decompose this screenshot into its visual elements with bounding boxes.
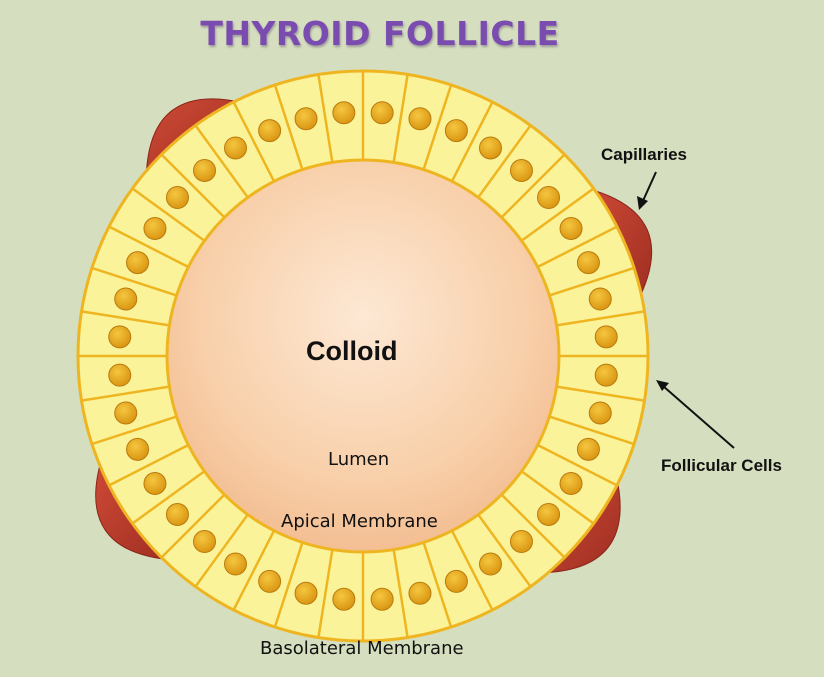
capillaries-arrow <box>637 171 657 210</box>
capillaries-label: Capillaries <box>601 145 687 164</box>
cell-nucleus <box>576 251 600 275</box>
cell-nucleus <box>444 119 468 143</box>
colloid-lumen <box>165 158 561 554</box>
follicular-cells-group <box>78 71 648 641</box>
cell-wall <box>549 266 635 297</box>
cell-nucleus <box>509 530 533 554</box>
cell-nucleus <box>193 530 217 554</box>
cell-wall <box>549 415 635 446</box>
cell-nucleus <box>294 581 318 605</box>
cell-wall <box>131 187 206 242</box>
cell-nucleus <box>594 325 618 349</box>
cell-nucleus <box>332 587 356 611</box>
cell-nucleus <box>559 217 583 241</box>
cell-wall <box>500 153 566 219</box>
colloid-label: Colloid <box>306 336 398 366</box>
cell-nucleus <box>576 437 600 461</box>
cell-nucleus <box>559 471 583 495</box>
cell-nucleus <box>224 552 248 576</box>
cell-wall <box>108 225 189 269</box>
cell-nucleus <box>478 136 502 160</box>
cell-wall <box>81 385 170 402</box>
cell-nucleus <box>224 136 248 160</box>
cell-wall <box>91 266 177 297</box>
cell-wall <box>317 74 334 163</box>
cell-wall <box>160 153 226 219</box>
cell-wall <box>160 493 226 559</box>
cell-wall <box>232 530 276 611</box>
cell-wall <box>450 530 494 611</box>
cell-wall <box>537 443 618 487</box>
apical-membrane-label: Apical Membrane <box>281 511 438 532</box>
cell-wall <box>392 549 409 638</box>
lumen-label: Lumen <box>328 449 390 470</box>
cell-nucleus <box>594 363 618 387</box>
cell-wall <box>422 84 453 170</box>
cell-nucleus <box>108 363 132 387</box>
cell-wall <box>537 225 618 269</box>
cell-nucleus <box>114 401 138 425</box>
cell-nucleus <box>114 287 138 311</box>
cell-wall <box>91 415 177 446</box>
cell-nucleus <box>588 287 612 311</box>
cell-nucleus <box>258 569 282 593</box>
cell-nucleus <box>126 251 150 275</box>
diagram-title: THYROID FOLLICLE <box>200 14 560 53</box>
cell-nucleus <box>165 502 189 526</box>
cell-wall <box>477 124 532 199</box>
cell-wall <box>556 310 645 327</box>
cell-nucleus <box>165 186 189 210</box>
cell-nucleus <box>370 101 394 125</box>
basolateral-membrane-label: Basolateral Membrane <box>260 638 464 659</box>
follicular-cells-arrow <box>656 380 735 449</box>
cell-wall <box>500 493 566 559</box>
cell-wall <box>477 513 532 588</box>
cell-nucleus <box>370 587 394 611</box>
cell-wall <box>520 470 595 525</box>
cell-wall <box>131 470 206 525</box>
cell-nucleus <box>143 471 167 495</box>
cell-wall <box>317 549 334 638</box>
cell-wall <box>556 385 645 402</box>
cell-wall <box>422 542 453 628</box>
cell-wall <box>392 74 409 163</box>
cell-nucleus <box>588 401 612 425</box>
cell-nucleus <box>509 158 533 182</box>
cell-nucleus <box>444 569 468 593</box>
cell-nucleus <box>478 552 502 576</box>
cell-wall <box>81 310 170 327</box>
cell-nucleus <box>143 217 167 241</box>
follicular-cells-label: Follicular Cells <box>661 456 782 475</box>
cell-nucleus <box>108 325 132 349</box>
cell-nucleus <box>332 101 356 125</box>
cell-nucleus <box>193 158 217 182</box>
cell-wall <box>194 513 249 588</box>
cell-nucleus <box>408 107 432 131</box>
cell-nucleus <box>537 186 561 210</box>
cell-wall <box>108 443 189 487</box>
cell-wall <box>194 124 249 199</box>
cell-nucleus <box>258 119 282 143</box>
cell-nucleus <box>294 107 318 131</box>
cell-wall <box>273 84 304 170</box>
cell-nucleus <box>126 437 150 461</box>
cell-wall <box>273 542 304 628</box>
cell-wall <box>232 101 276 182</box>
cell-wall <box>450 101 494 182</box>
cell-nucleus <box>408 581 432 605</box>
cell-nucleus <box>537 502 561 526</box>
cell-wall <box>520 187 595 242</box>
